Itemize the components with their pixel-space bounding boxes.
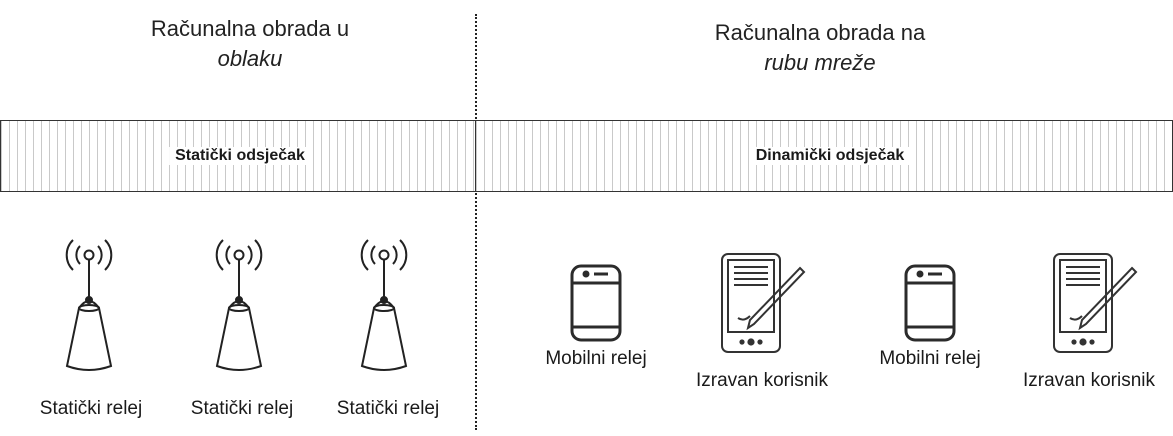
tower-antenna-icon	[58, 232, 120, 382]
static-relay-label: Statički relej	[39, 398, 143, 419]
direct-user-label: Izravan korisnik	[1023, 370, 1155, 391]
static-segment-label: Statički odsječak	[169, 147, 311, 165]
edge-computing-heading: Računalna obrada na rubu mreže	[540, 18, 1100, 78]
cloud-heading-line2: oblaku	[217, 46, 283, 71]
dotted-divider	[475, 14, 477, 430]
tablet-stylus-icon	[1050, 250, 1138, 355]
mobile-relay-label: Mobilni relej	[879, 348, 981, 369]
direct-user-label: Izravan korisnik	[696, 370, 828, 391]
static-relay-label: Statički relej	[336, 398, 440, 419]
tablet-stylus-icon	[718, 250, 806, 355]
tower-antenna-icon	[208, 232, 270, 382]
cloud-heading-line1: Računalna obrada u	[150, 16, 350, 41]
mobile-relay-label: Mobilni relej	[545, 348, 647, 369]
smartphone-icon	[902, 263, 958, 343]
edge-heading-line2: rubu mreže	[764, 50, 876, 75]
static-relay-label: Statički relej	[190, 398, 294, 419]
dynamic-segment-band: Dinamički odsječak	[476, 120, 1173, 192]
smartphone-icon	[568, 263, 624, 343]
tower-antenna-icon	[353, 232, 415, 382]
cloud-computing-heading: Računalna obrada u oblaku	[60, 14, 440, 74]
edge-heading-line1: Računalna obrada na	[714, 20, 926, 45]
static-segment-band: Statički odsječak	[0, 120, 476, 192]
dynamic-segment-label: Dinamički odsječak	[749, 147, 911, 165]
